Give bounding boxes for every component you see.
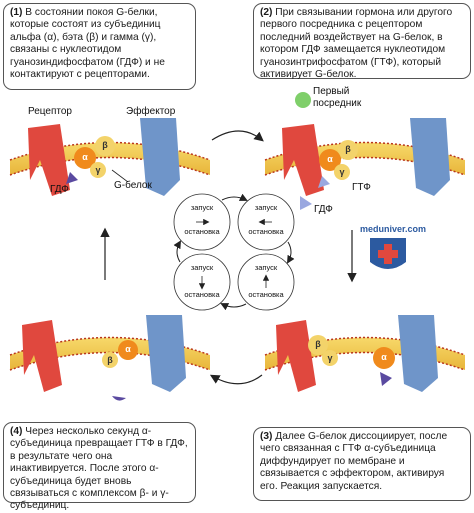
gdp-marker-panel-1 xyxy=(66,172,78,184)
alpha-subunit-panel-4 xyxy=(118,340,138,360)
panel-2 xyxy=(264,92,466,210)
step-1-text: В состоянии покоя G-белки, которые состо… xyxy=(10,7,165,81)
gamma-symbol-panel-1: γ xyxy=(95,165,101,175)
step-4-text: Через несколько секунд α-субъединица пре… xyxy=(10,426,188,512)
beta-subunit-panel-1 xyxy=(95,136,115,156)
step-3-number: (3) xyxy=(260,431,273,442)
effector-panel-1 xyxy=(140,118,180,196)
alpha-subunit-panel-2 xyxy=(319,149,341,171)
gamma-symbol-panel-2: γ xyxy=(339,167,345,177)
beta-symbol-panel-3: β xyxy=(315,339,321,349)
gamma-subunit-panel-1 xyxy=(90,162,106,178)
g-protein-label: G-белок xyxy=(114,180,152,191)
cycle-3-start: запуск xyxy=(254,263,278,272)
gdp-label: ГДФ xyxy=(50,184,69,195)
alpha-symbol-panel-4: α xyxy=(125,344,131,354)
beta-subunit-panel-2 xyxy=(338,140,358,160)
effector-panel-2 xyxy=(410,118,450,196)
panel-4 xyxy=(9,315,211,401)
step-4-box: (4) Через несколько секунд α-субъединица… xyxy=(3,422,196,511)
beta-subunit-panel-4 xyxy=(102,352,118,368)
alpha-subunit-panel-1 xyxy=(74,147,96,169)
cycle-4-start: запуск xyxy=(190,263,214,272)
cycle-2-stop: остановка xyxy=(248,227,284,236)
step-2-number: (2) xyxy=(260,7,273,18)
cycle-4-stop: остановка xyxy=(184,290,220,299)
step-3-text: Далее G-белок диссоциирует, после чего с… xyxy=(260,431,448,492)
receptor-panel-2 xyxy=(282,124,324,196)
first-messenger-molecule xyxy=(295,92,311,108)
panel-3 xyxy=(264,315,466,392)
gdp-released-panel-2 xyxy=(300,196,312,210)
gtp-marker-panel-2 xyxy=(318,176,330,188)
cycle-1-start: запуск xyxy=(190,203,214,212)
cycle-3-stop: остановка xyxy=(248,290,284,299)
alpha-symbol-panel-1: α xyxy=(82,152,88,162)
effector-panel-4 xyxy=(146,315,186,392)
receptor-panel-4 xyxy=(22,320,62,392)
effector-label: Эффектор xyxy=(126,106,176,117)
gamma-subunit-panel-2 xyxy=(334,164,350,180)
step-2-box: (2) При связывании гормона или другого п… xyxy=(253,3,471,81)
first-messenger-label-line1: Первый xyxy=(313,86,350,97)
alpha-subunit-panel-3 xyxy=(373,347,395,369)
gtp-marker-panel-3 xyxy=(380,372,392,386)
step-4-number: (4) xyxy=(10,426,23,437)
alpha-symbol-panel-3: α xyxy=(381,352,387,362)
step-3-box: (3) Далее G-белок диссоциирует, после че… xyxy=(253,427,471,501)
alpha-symbol-panel-2: α xyxy=(327,154,333,164)
beta-symbol-panel-4: β xyxy=(107,355,113,365)
cycle-2-start: запуск xyxy=(254,203,278,212)
watermark-text: meduniver.com xyxy=(360,224,427,234)
effector-panel-3 xyxy=(398,315,438,392)
beta-subunit-panel-3 xyxy=(308,335,328,355)
step-1-box: (1) В состоянии покоя G-белки, которые с… xyxy=(3,3,196,90)
gamma-subunit-panel-3 xyxy=(322,350,338,366)
phosphate-released-panel-4 xyxy=(112,396,126,401)
receptor-label: Рецептор xyxy=(28,106,72,117)
gtp-label: ГТФ xyxy=(352,182,371,193)
arrow-1-to-2 xyxy=(211,130,264,142)
arrow-3-to-4 xyxy=(209,374,263,385)
cycle-1-stop: остановка xyxy=(184,227,220,236)
gdp-released-label: ГДФ xyxy=(314,204,333,215)
panel-1 xyxy=(9,118,211,196)
receptor-panel-3 xyxy=(276,320,316,392)
gamma-symbol-panel-3: γ xyxy=(327,353,333,363)
first-messenger-label-line2: посредник xyxy=(313,98,362,109)
beta-symbol-panel-1: β xyxy=(102,140,108,150)
step-1-number: (1) xyxy=(10,7,23,18)
step-2-text: При связывании гормона или другого перво… xyxy=(260,7,453,81)
receptor-panel-1 xyxy=(28,124,70,196)
beta-symbol-panel-2: β xyxy=(345,144,351,154)
